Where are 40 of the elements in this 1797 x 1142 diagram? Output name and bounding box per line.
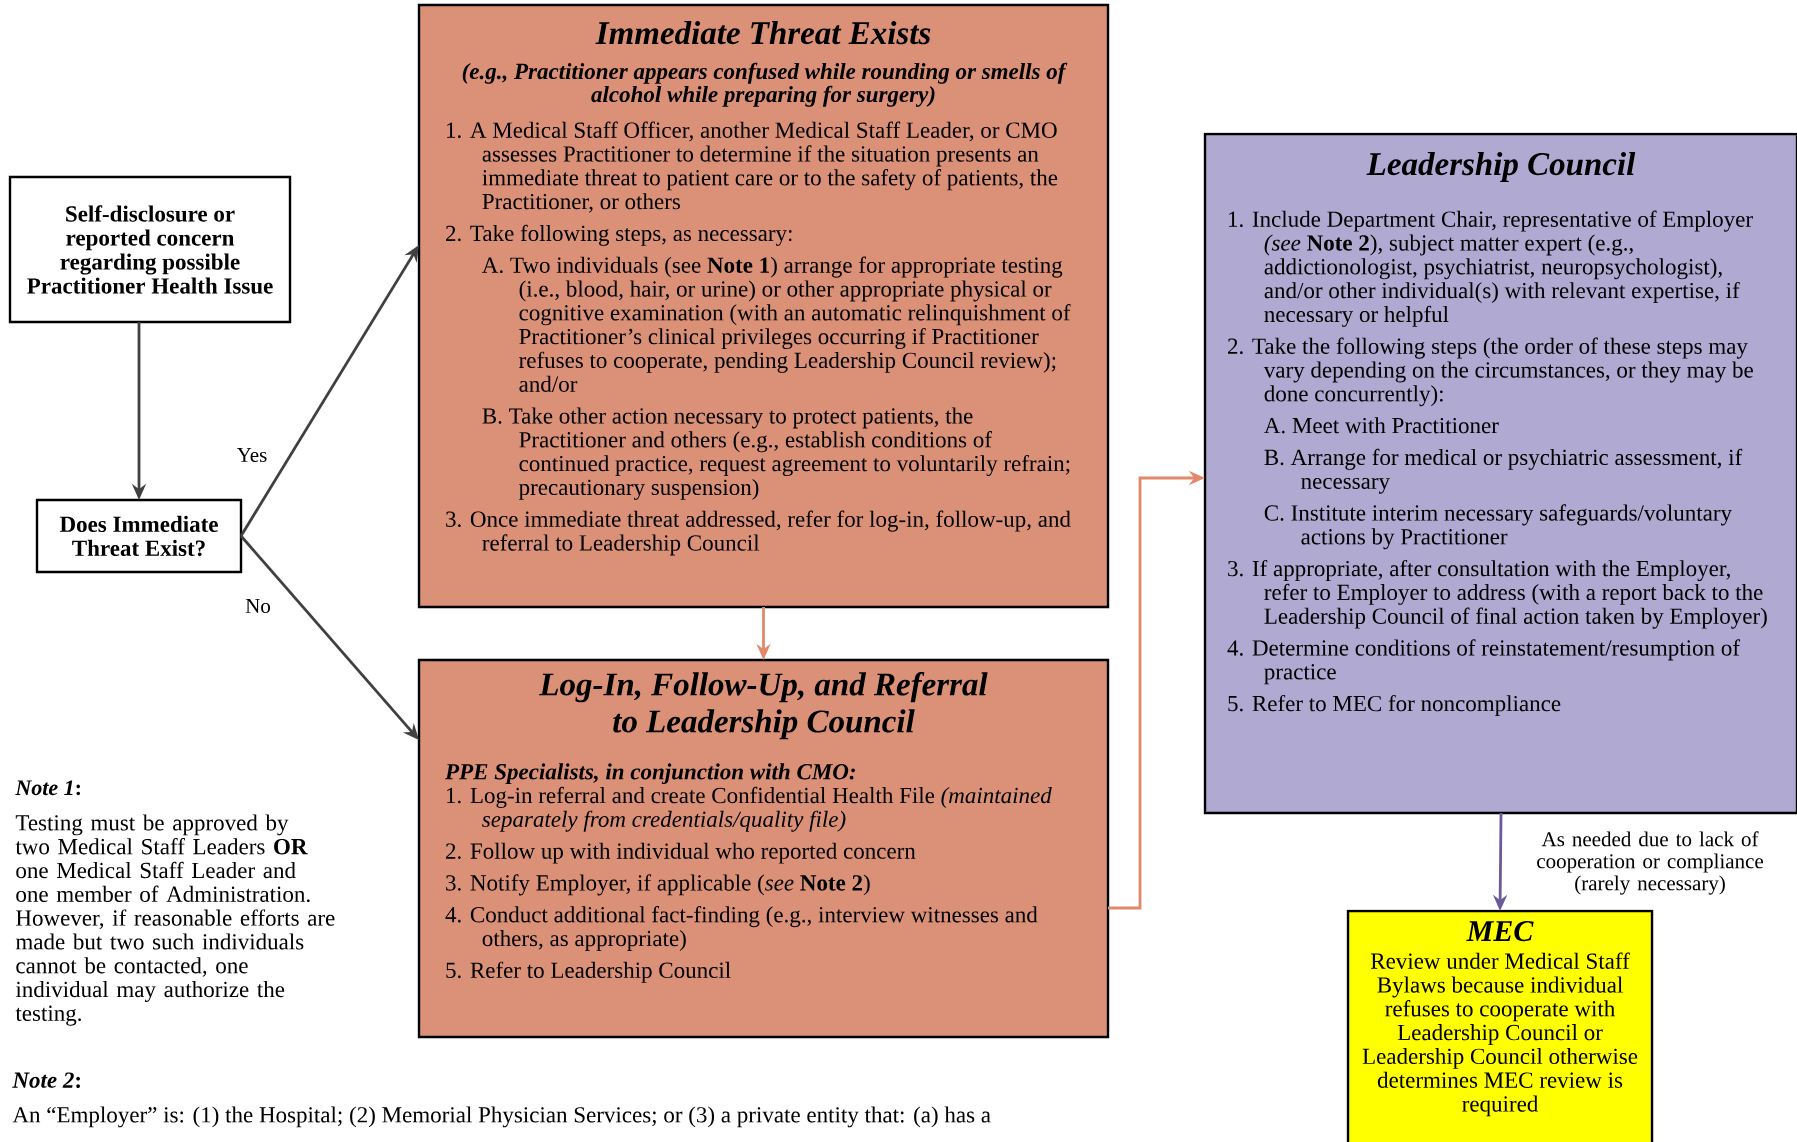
note-text: Testing must be approved by two Medical Staff Leaders OR one Medical Staff Leader and one member of Administration. However, if reasonable efforts are made but two such individuals cannot be contacted, one individual may authorize the testing. [15, 814, 335, 1026]
list-item: 2. Take the following steps (the order of these steps may vary depending on the circumstances, or they may be done concurrently): [1228, 337, 1753, 407]
box-title: Leadership Council [1366, 152, 1636, 182]
box-title: Log-In, Follow-Up, and Referral to Leadership Council [539, 672, 988, 740]
list-item: A. Two individuals (see Note 1) arrange for appropriate testing (i.e., blood, hair, or urine) or other appropriate physical or cognitive examination (with an automatic relinquishment of Practitioner’s clinical privileges occurring if Practitioner refuses to cooperate, pending Leadership Council review); and/or [482, 256, 1071, 392]
note-text: An “Employer” is: (1) the Hospital; (2) Memorial Physician Services; or (3) a private entity that: (a) has a [12, 1106, 991, 1128]
process-box [417, 658, 1110, 1039]
box-text: Review under Medical Staff Bylaws because individual refuses to cooperate with Leadership Council or Leadership Council otherwise determines MEC review is required [1362, 952, 1638, 1117]
note-heading: Note 2: [12, 1072, 80, 1088]
list-item: C. Institute interim necessary safeguards/voluntary actions by Practitioner [1264, 504, 1732, 550]
list-item: B. Arrange for medical or psychiatric assessment, if necessary [1264, 448, 1743, 494]
start-box [8, 175, 292, 324]
edge-label: No [245, 599, 271, 613]
process-box [1346, 909, 1654, 1142]
note-heading: Note 1: [15, 780, 81, 796]
box-title: MEC [1466, 921, 1534, 942]
list-item: B. Take other action necessary to protect patients, the Practitioner and others (e.g., establish conditions of continued practice, request agreement to voluntarily refrain; precautionary suspension) [482, 407, 1070, 500]
box-text: Does Immediate Threat Exist? [59, 515, 218, 557]
list-item: 2. Take following steps, as necessary: [446, 224, 792, 246]
list-item: 3. Notify Employer, if applicable (see Note 2) [446, 874, 870, 896]
box-subtitle: (e.g., Practitioner appears confused while rounding or smells of alcohol while preparing for surgery) [462, 62, 1068, 107]
list-item: 1. Log-in referral and create Confidential Health File (maintained separately from credentials/quality file) [447, 786, 1052, 832]
process-box [417, 3, 1110, 609]
list-heading: PPE Specialists, in conjunction with CMO: [445, 763, 855, 785]
box-text: Self-disclosure or reported concern regarding possible Practitioner Health Issue [27, 205, 273, 294]
list-item: 1. Include Department Chair, representative of Employer (see Note 2), subject matter expert (e.g., addictionologist, psychiatrist, neuropsychologist), and/or other individual(s) with relevant expertise, if necessary or helpful [1229, 210, 1753, 327]
box-title: Immediate Threat Exists [595, 21, 931, 45]
edge-label: As needed due to lack of cooperation or compliance (rarely necessary) [1537, 831, 1763, 895]
list-item: 4. Conduct additional fact-finding (e.g., interview witnesses and others, as appropriate) [445, 906, 1038, 951]
decision-box [35, 498, 243, 574]
list-item: 5. Refer to MEC for noncompliance [1228, 694, 1561, 716]
list-item: 5. Refer to Leadership Council [446, 961, 731, 983]
edge-label: Yes [237, 448, 267, 462]
list-item: 1. A Medical Staff Officer, another Medical Staff Leader, or CMO assesses Practitioner to determine if the situation presents an immediate threat to patient care or to the safety of patients, the Practitioner, or others [447, 121, 1058, 213]
list-item: A. Meet with Practitioner [1264, 417, 1499, 434]
list-item: 2. Follow up with individual who reported concern [446, 842, 916, 864]
list-item: 3. Once immediate threat addressed, refer for log-in, follow-up, and referral to Leadership Council [446, 510, 1071, 556]
list-item: 3. If appropriate, after consultation with the Employer, refer to Employer to address (with a report back to the Leadership Council of final action taken by Employer) [1228, 559, 1767, 629]
list-item: 4. Determine conditions of reinstatement/resumption of practice [1227, 639, 1740, 685]
process-box [1203, 132, 1797, 815]
